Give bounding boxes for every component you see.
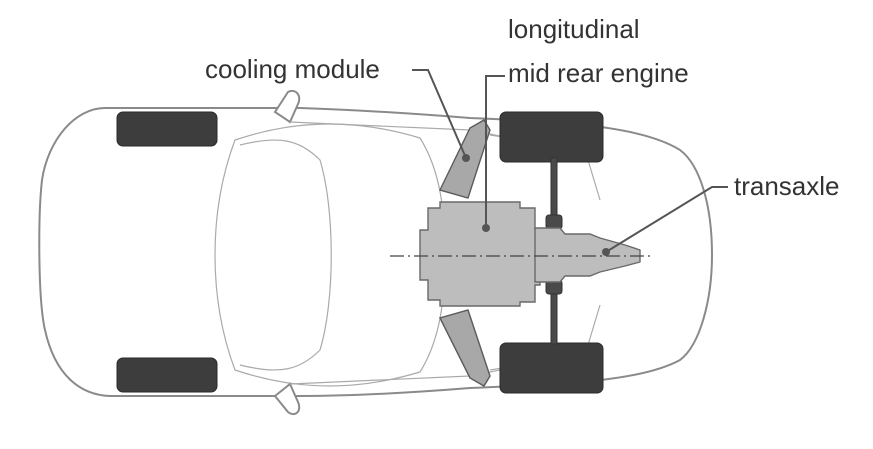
drive-shafts	[545, 157, 563, 345]
label-engine-line2: mid rear engine	[508, 58, 689, 88]
leader-transaxle	[605, 186, 728, 253]
tire-front-left	[116, 111, 218, 147]
cabin-outline	[214, 123, 446, 387]
transaxle-body	[534, 227, 641, 283]
leader-cooling-module	[412, 69, 467, 159]
engine-block	[419, 201, 541, 307]
leader-dot-engine	[482, 224, 490, 232]
cooling-module-bottom	[438, 309, 491, 387]
leader-dot-cooling	[462, 154, 470, 162]
tires	[116, 111, 604, 394]
tire-rear-left	[499, 111, 604, 163]
tire-rear-right	[499, 342, 604, 394]
label-transaxle: transaxle	[734, 171, 840, 201]
tire-front-right	[116, 357, 218, 393]
label-cooling-module: cooling module	[205, 54, 380, 84]
leader-engine	[485, 75, 505, 228]
label-engine-line1: longitudinal	[508, 14, 640, 44]
mirror-top	[273, 90, 301, 124]
cv-joint-top	[545, 214, 563, 230]
windshield-line	[239, 139, 332, 371]
mirror-bottom	[273, 382, 301, 416]
leader-lines	[412, 69, 728, 256]
leader-dot-transaxle	[602, 248, 610, 256]
